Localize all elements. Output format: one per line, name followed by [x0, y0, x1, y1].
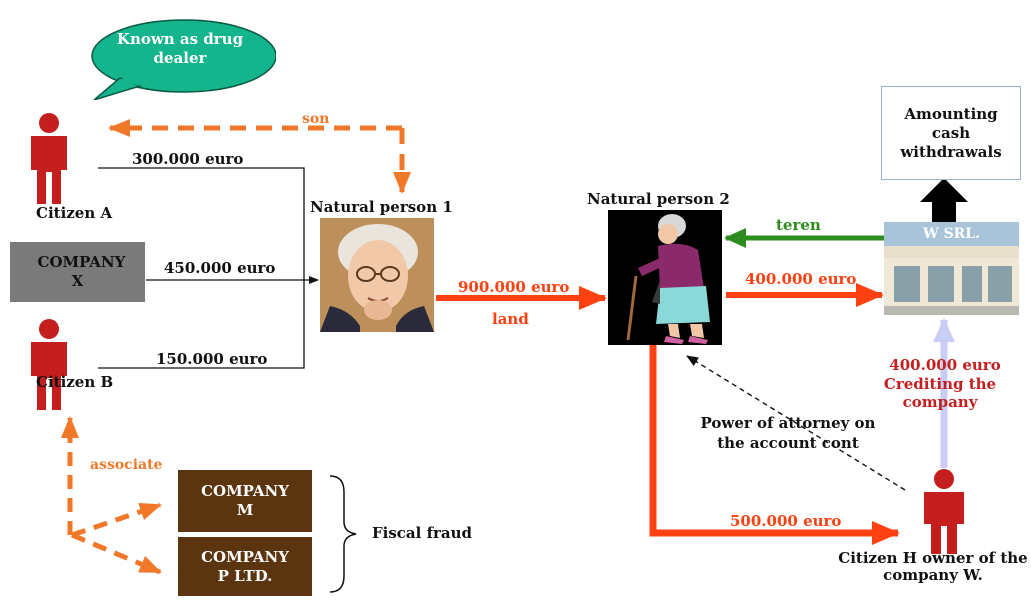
np1-to-np2-asset-label: land: [492, 310, 529, 328]
associate-to-company-p-arrow: [71, 532, 162, 575]
speech-bubble-text: Known as drug dealer: [116, 30, 244, 67]
citizen-a-label: Citizen A: [36, 204, 113, 222]
son-label: son: [302, 111, 330, 127]
citizen-b-figure: [31, 319, 67, 410]
associate-label: associate: [90, 457, 163, 473]
citizen-a-to-np1-line: [98, 167, 305, 280]
citizen-b-to-np1-line: [98, 280, 305, 369]
w-srl-label: W SRL.: [922, 226, 981, 242]
speech-bubble: [91, 19, 276, 100]
crediting-description-label: Crediting the company: [883, 375, 997, 411]
building-image: [884, 222, 1019, 315]
citizen-b-amount-label: 150.000 euro: [156, 350, 268, 368]
company-m-label: COMPANY M: [201, 482, 289, 519]
crediting-amount-label: 400.000 euro: [889, 356, 1001, 374]
cash-withdrawal-arrow: [920, 178, 968, 224]
company-x-label: COMPANY X: [37, 253, 126, 290]
natural-person-2-label: Natural person 2: [587, 190, 730, 208]
company-x-amount-label: 450.000 euro: [164, 259, 276, 277]
cash-withdrawals-box: Amounting cash withdrawals: [881, 86, 1021, 180]
company-m-box: COMPANY M: [178, 470, 312, 532]
w-srl-building: W SRL.: [884, 222, 1019, 315]
cash-withdrawals-label: Amounting cash withdrawals: [900, 104, 1002, 161]
citizen-h-label: Citizen H owner of the company W.: [838, 549, 1028, 584]
associate-to-company-m-arrow: [71, 502, 162, 538]
fiscal-fraud-brace: [329, 475, 357, 593]
np2-to-citizen-h-amount-label: 500.000 euro: [730, 512, 842, 530]
citizen-h-figure: [924, 469, 964, 554]
citizen-b-label: Citizen B: [36, 373, 114, 391]
company-p-box: COMPANY P LTD.: [178, 537, 312, 596]
power-of-attorney-label: Power of attorney on the account cont: [700, 414, 876, 452]
citizen-a-amount-label: 300.000 euro: [132, 150, 244, 168]
np1-to-np2-amount-label: 900.000 euro: [458, 278, 570, 296]
fiscal-fraud-label: Fiscal fraud: [372, 524, 473, 542]
np2-to-citizen-h-arrow: [649, 342, 900, 545]
elderly-woman-walking-figure: [608, 210, 722, 345]
np2-to-wsrl-amount-label: 400.000 euro: [745, 270, 857, 288]
power-of-attorney-arrow: [686, 355, 906, 491]
citizen-a-figure: [31, 113, 67, 204]
teren-label: teren: [776, 216, 821, 234]
natural-person-1-label: Natural person 1: [310, 198, 453, 216]
elderly-woman-portrait-1: [320, 218, 434, 332]
company-x-box: COMPANY X: [10, 242, 145, 302]
company-p-label: COMPANY P LTD.: [201, 547, 289, 585]
